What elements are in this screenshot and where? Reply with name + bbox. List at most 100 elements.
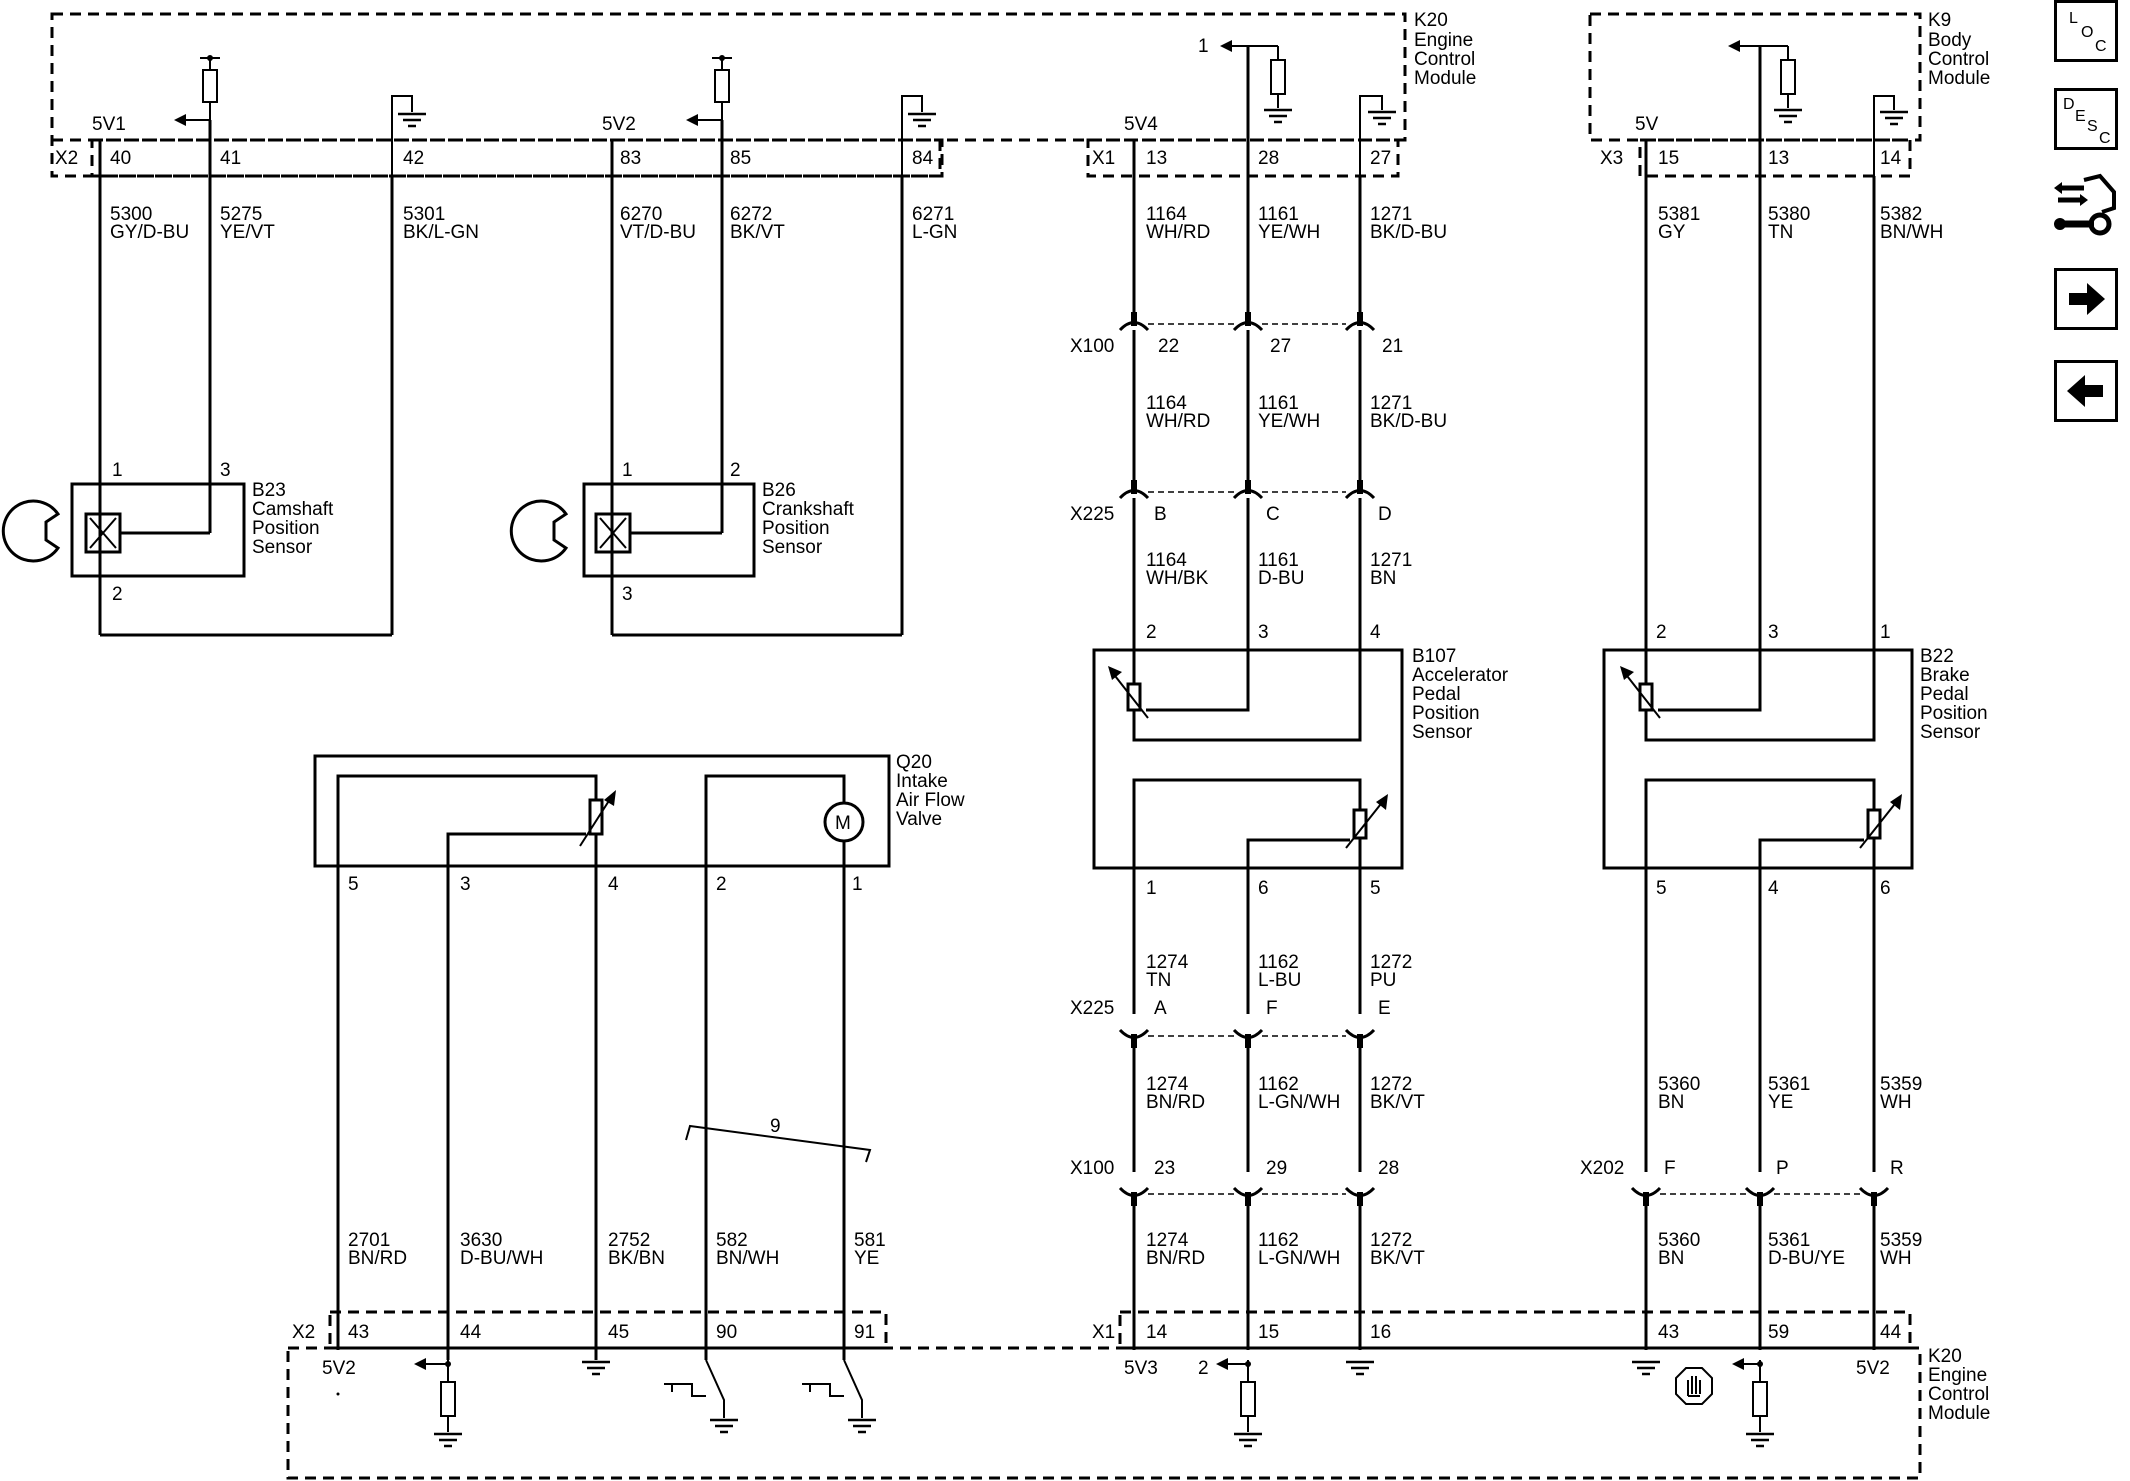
description-button[interactable]: D E S C [2054, 88, 2118, 150]
diagram-label: Control [1928, 1384, 1989, 1405]
diagram-label: 5361 [1768, 1230, 1810, 1251]
diagram-label: 5382 [1880, 204, 1922, 225]
diagram-label: 5300 [110, 204, 152, 225]
previous-arrow-button[interactable] [2054, 360, 2118, 422]
diagram-label: 1161 [1258, 204, 1299, 225]
diagram-label: 1 [1146, 878, 1157, 899]
diagram-label: 1272 [1370, 1230, 1412, 1251]
diagram-label: L-GN [912, 222, 957, 243]
diagram-label: 1162 [1258, 1074, 1299, 1095]
diagram-label: P [1776, 1158, 1789, 1179]
diagram-label: 5359 [1880, 1074, 1922, 1095]
diagram-label: 43 [1658, 1322, 1679, 1343]
conn-x202: X202 [1580, 1158, 1624, 1179]
diagram-label: 22 [1158, 336, 1179, 357]
diagram-label: WH [1880, 1092, 1912, 1113]
diagram-label: 5381 [1658, 204, 1700, 225]
diagram-label: 3 [1768, 622, 1779, 643]
diagram-label: 6272 [730, 204, 772, 225]
connector-repair-icon[interactable] [2054, 172, 2118, 242]
diagram-label: 84 [912, 148, 934, 169]
twist-label: 9 [770, 1116, 781, 1137]
diagram-label: 13 [1146, 148, 1167, 169]
diagram-label: Pedal [1920, 684, 1969, 705]
diagram-label: 28 [1378, 1158, 1399, 1179]
diagram-label: F [1266, 998, 1278, 1019]
next-arrow-button[interactable] [2054, 268, 2118, 330]
diagram-label: 14 [1146, 1322, 1168, 1343]
k20-line1: Engine [1414, 30, 1473, 51]
diagram-label: Air Flow [896, 790, 965, 811]
ref-out2: 2 [1198, 1358, 1209, 1379]
ref-5v2-top: 5V2 [602, 114, 636, 135]
conn-x2-bottom: X2 [292, 1322, 315, 1343]
diagram-label: 23 [1154, 1158, 1175, 1179]
diagram-label: D-BU/WH [460, 1248, 543, 1269]
diagram-label: 5361 [1768, 1074, 1810, 1095]
diagram-label: BN/RD [1146, 1092, 1205, 1113]
diagram-label: 1164 [1146, 550, 1187, 571]
hand-caution-icon [1675, 1367, 1713, 1405]
diagram-label: 6270 [620, 204, 662, 225]
ref-5v: 5V [1635, 114, 1659, 135]
diagram-label: 13 [1768, 148, 1789, 169]
diagram-label: 1271 [1370, 393, 1412, 414]
diagram-label: L-GN/WH [1258, 1248, 1340, 1269]
diagram-label: VT/D-BU [620, 222, 696, 243]
diagram-label: X100 [1070, 1158, 1114, 1179]
diagram-label: 1272 [1370, 952, 1412, 973]
diagram-label: 1162 [1258, 1230, 1299, 1251]
diagram-label: 15 [1658, 148, 1679, 169]
diagram-label: 91 [854, 1322, 875, 1343]
b22-ref: B22 [1920, 646, 1954, 667]
desc-letter-e: E [2075, 108, 2086, 125]
diagram-label: 1274 [1146, 1230, 1189, 1251]
diagram-label: TN [1146, 970, 1171, 991]
diagram-label: Engine [1928, 1365, 1987, 1386]
diagram-label: GY [1658, 222, 1686, 243]
diagram-label: WH [1880, 1248, 1912, 1269]
diagram-label: 1 [1880, 622, 1891, 643]
diagram-label: BK/VT [730, 222, 785, 243]
diagram-label: 1164 [1146, 393, 1187, 414]
top-pins: 40 41 42 83 85 84 13 28 27 15 13 14 [110, 148, 1902, 169]
diagram-label: 44 [460, 1322, 482, 1343]
diagram-label: YE [854, 1248, 879, 1269]
diagram-label: 1272 [1370, 1074, 1412, 1095]
diagram-label: BN/RD [348, 1248, 407, 1269]
diagram-label: 4 [1768, 878, 1779, 899]
k20-ref: K20 [1414, 10, 1448, 31]
k9-line3: Module [1928, 68, 1990, 89]
diagram-label: 1274 [1146, 1074, 1189, 1095]
diagram-label: GY/D-BU [110, 222, 189, 243]
k20-line3: Module [1414, 68, 1476, 89]
diagram-label: 15 [1258, 1322, 1279, 1343]
diagram-label: 5360 [1658, 1230, 1700, 1251]
b23-circuit: 1 3 2 B23 Camshaft Position Sensor 5300G… [1, 120, 479, 637]
diagram-label: 1161 [1258, 393, 1299, 414]
k20-bottom-module: K20 Engine Control Module X2 X1 43 44 45… [286, 1310, 1990, 1480]
diagram-label: 4 [608, 874, 619, 895]
diagram-label: 44 [1880, 1322, 1902, 1343]
diagram-label: 2 [1146, 622, 1157, 643]
k20-line2: Control [1414, 49, 1475, 70]
diagram-label: Accelerator [1412, 665, 1509, 686]
diagram-label: 43 [348, 1322, 369, 1343]
diagram-label: 582 [716, 1230, 748, 1251]
ref-5v2-br: 5V2 [1856, 1358, 1890, 1379]
diagram-label: BK/D-BU [1370, 222, 1447, 243]
diagram-label: BK/BN [608, 1248, 665, 1269]
diagram-label: BN/RD [1146, 1248, 1205, 1269]
location-button[interactable]: L O C [2054, 0, 2118, 62]
diagram-label: 1271 [1370, 550, 1412, 571]
diagram-label: 1274 [1146, 952, 1189, 973]
k20-top-module: K20 Engine Control Module [50, 10, 1476, 178]
b107-ref: B107 [1412, 646, 1456, 667]
diagram-label: 40 [110, 148, 131, 169]
diagram-label: 1162 [1258, 952, 1299, 973]
b107-circuit: 2 3 4 1 6 5 B107 Accelerator Pedal Posit… [1070, 46, 1509, 899]
loc-letter-l: L [2069, 10, 2078, 27]
diagram-label: 83 [620, 148, 641, 169]
diagram-label: 2752 [608, 1230, 650, 1251]
